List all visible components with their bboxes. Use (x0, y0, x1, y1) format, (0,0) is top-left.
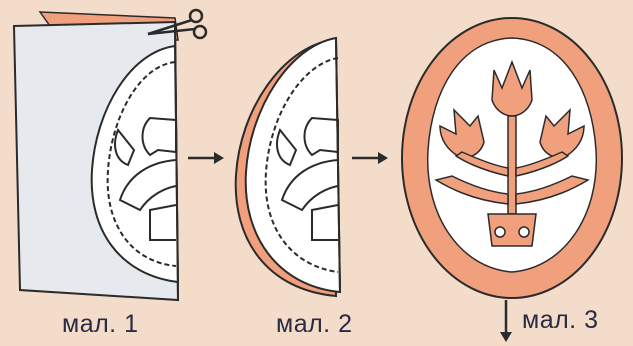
arrow-down-icon (500, 300, 512, 342)
arrow-right-icon (352, 152, 388, 164)
caption-figure-1: мал. 1 (62, 310, 138, 339)
step-1-folded-paper (14, 12, 178, 300)
caption-figure-2: мал. 2 (276, 310, 352, 339)
caption-figure-3: мал. 3 (522, 306, 598, 335)
step-3-finished-egg (402, 18, 622, 298)
step-2-cut-half-egg (236, 38, 340, 296)
arrow-right-icon (188, 152, 224, 164)
